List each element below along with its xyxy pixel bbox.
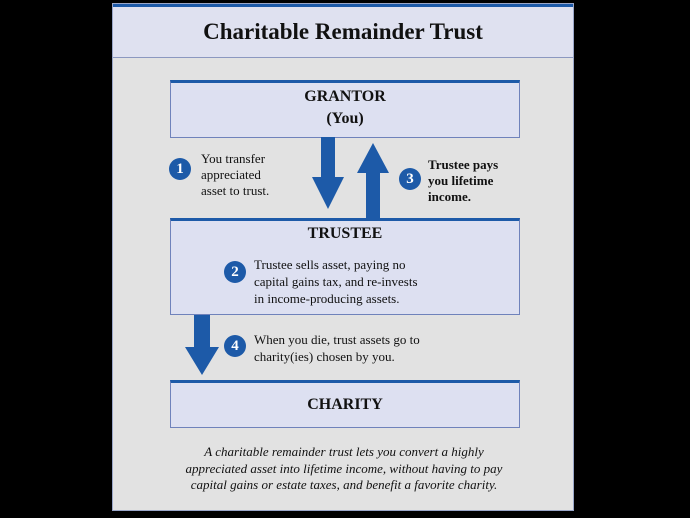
caption-line: capital gains or estate taxes, and benef… bbox=[190, 477, 498, 492]
charity-box: CHARITY bbox=[170, 380, 520, 428]
arrow-down-icon bbox=[185, 315, 219, 375]
caption: A charitable remainder trust lets you co… bbox=[133, 444, 555, 494]
step-4-line: charity(ies) chosen by you. bbox=[254, 349, 395, 364]
step-3-line: you lifetime bbox=[428, 173, 494, 188]
header: Charitable Remainder Trust bbox=[113, 4, 573, 58]
step-3-text: Trustee pays you lifetime income. bbox=[428, 157, 498, 205]
step-2-text: Trustee sells asset, paying no capital g… bbox=[254, 256, 418, 307]
step-2-badge: 2 bbox=[224, 261, 246, 283]
step-4-line: When you die, trust assets go to bbox=[254, 332, 420, 347]
step-1-badge: 1 bbox=[169, 158, 191, 180]
step-3-line: Trustee pays bbox=[428, 157, 499, 172]
trustee-label: TRUSTEE bbox=[307, 225, 383, 242]
trust-diagram-panel: Charitable Remainder Trust GRANTOR (You)… bbox=[112, 3, 574, 511]
step-1-line: You transfer bbox=[201, 151, 266, 166]
caption-line: appreciated asset into lifetime income, … bbox=[185, 460, 503, 476]
step-4-text: When you die, trust assets go to charity… bbox=[254, 331, 420, 365]
step-2-line: capital gains tax, and re-invests bbox=[254, 274, 418, 289]
step-1-line: appreciated bbox=[201, 167, 261, 182]
arrow-down-icon bbox=[312, 137, 344, 209]
charity-label: CHARITY bbox=[307, 396, 383, 413]
step-3-line: income. bbox=[428, 189, 471, 204]
caption-line: A charitable remainder trust lets you co… bbox=[204, 444, 484, 459]
diagram-title: Charitable Remainder Trust bbox=[203, 19, 483, 44]
arrow-up-icon bbox=[357, 143, 389, 221]
grantor-box: GRANTOR (You) bbox=[170, 80, 520, 138]
grantor-label: GRANTOR bbox=[304, 88, 386, 105]
step-2-line: Trustee sells asset, paying no bbox=[254, 257, 406, 272]
step-1-text: You transfer appreciated asset to trust. bbox=[201, 151, 269, 199]
step-2-line: in income-producing assets. bbox=[254, 291, 400, 306]
step-3-badge: 3 bbox=[399, 168, 421, 190]
step-4-badge: 4 bbox=[224, 335, 246, 357]
grantor-sublabel: (You) bbox=[326, 110, 364, 127]
step-1-line: asset to trust. bbox=[201, 183, 270, 198]
